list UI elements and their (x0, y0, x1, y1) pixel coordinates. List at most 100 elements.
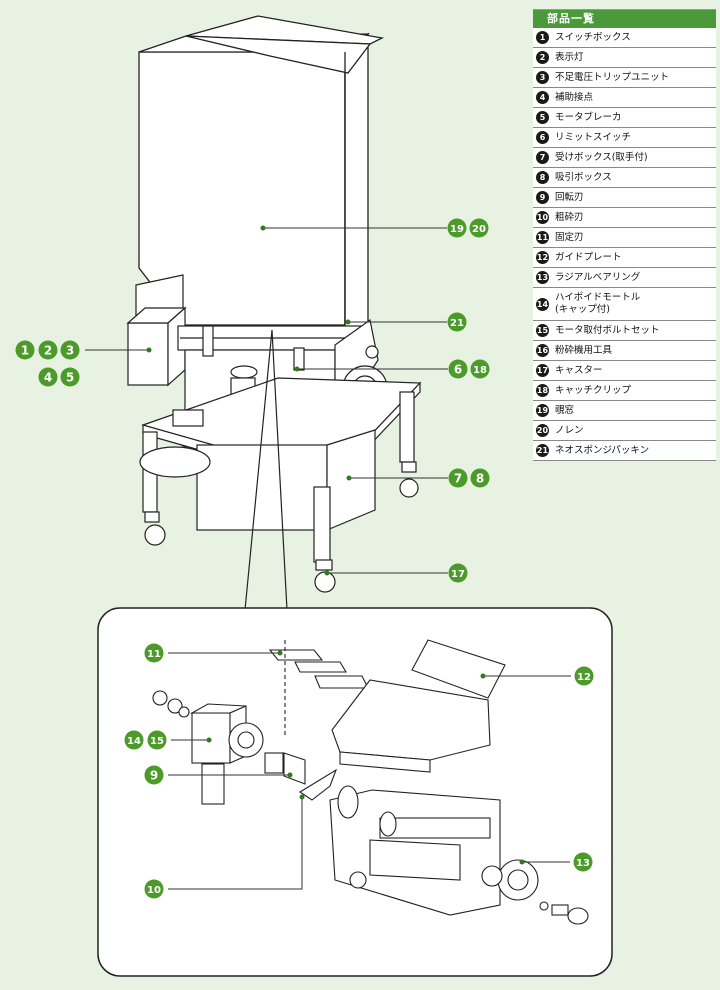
part-number-badge: 8 (536, 171, 549, 184)
parts-list-item: 21 ネオスポンジパッキン (533, 441, 716, 461)
callout-11: 11 (144, 643, 164, 663)
part-name: 固定刃 (555, 231, 584, 243)
callout-15: 15 (147, 730, 167, 750)
parts-list-item: 19 覗窓 (533, 401, 716, 421)
part-number-badge: 14 (536, 297, 549, 311)
svg-text:21: 21 (450, 318, 464, 329)
parts-list-item: 11 固定刃 (533, 228, 716, 248)
part-number-badge: 19 (536, 404, 549, 417)
svg-text:1: 1 (21, 344, 29, 358)
part-name: ネオスポンジパッキン (555, 444, 650, 456)
part-name: ハイポイドモートル (キャップ付) (555, 292, 641, 315)
svg-text:19: 19 (450, 224, 464, 235)
svg-text:9: 9 (150, 769, 158, 783)
part-name: 補助接点 (555, 91, 594, 103)
parts-list-item: 12 ガイドプレート (533, 248, 716, 268)
part-name: 回転刃 (555, 191, 584, 203)
stand (139, 377, 422, 563)
svg-text:18: 18 (473, 365, 487, 376)
callout-13: 13 (573, 852, 593, 872)
part-name: 受けボックス(取手付) (555, 151, 648, 163)
part-name: 表示灯 (555, 51, 584, 63)
svg-text:2: 2 (44, 344, 52, 358)
svg-text:15: 15 (150, 736, 164, 747)
callout-2: 2 (38, 340, 58, 360)
svg-text:3: 3 (66, 344, 74, 358)
exploded-parts (152, 639, 589, 925)
callout-10: 10 (144, 879, 164, 899)
callout-8: 8 (470, 468, 490, 488)
parts-list-item: 9 回転刃 (533, 188, 716, 208)
parts-list-item: 1 スイッチボックス (533, 28, 716, 48)
callout-18: 18 (470, 359, 490, 379)
part-name: ガイドプレート (555, 251, 622, 263)
part-name: スイッチボックス (555, 31, 631, 43)
parts-list-item: 18 キャッチクリップ (533, 381, 716, 401)
part-number-badge: 10 (536, 211, 549, 224)
parts-list-item: 20 ノレン (533, 421, 716, 441)
part-name: 不足電圧トリップユニット (555, 71, 670, 83)
svg-text:20: 20 (472, 224, 486, 235)
part-number-badge: 18 (536, 384, 549, 397)
svg-text:13: 13 (576, 858, 590, 869)
svg-text:6: 6 (454, 363, 462, 377)
parts-list-item: 6 リミットスイッチ (533, 128, 716, 148)
part-number-badge: 3 (536, 71, 549, 84)
part-number-badge: 6 (536, 131, 549, 144)
part-number-badge: 9 (536, 191, 549, 204)
part-name: キャッチクリップ (555, 384, 632, 396)
callout-17: 17 (448, 563, 468, 583)
callout-19: 19 (447, 218, 467, 238)
part-number-badge: 17 (536, 364, 549, 377)
part-number-badge: 13 (536, 271, 549, 284)
callout-21: 21 (447, 312, 467, 332)
parts-list-item: 14 ハイポイドモートル (キャップ付) (533, 288, 716, 321)
svg-text:4: 4 (44, 371, 52, 385)
parts-list-item: 17 キャスター (533, 361, 716, 381)
part-name: キャスター (555, 364, 603, 376)
svg-text:8: 8 (476, 472, 484, 486)
part-number-badge: 21 (536, 444, 549, 457)
callout-12: 12 (574, 666, 594, 686)
part-number-badge: 4 (536, 91, 549, 104)
parts-list-item: 7 受けボックス(取手付) (533, 148, 716, 168)
part-number-badge: 2 (536, 51, 549, 64)
parts-list-item: 3 不足電圧トリップユニット (533, 68, 716, 88)
part-number-badge: 20 (536, 424, 549, 437)
callout-3: 3 (60, 340, 80, 360)
switch-box (126, 306, 187, 387)
part-number-badge: 11 (536, 231, 549, 244)
part-number-badge: 15 (536, 324, 549, 337)
part-name: 粉砕機用工具 (555, 344, 613, 356)
part-number-badge: 16 (536, 344, 549, 357)
svg-text:17: 17 (451, 569, 465, 580)
parts-list-item: 8 吸引ボックス (533, 168, 716, 188)
part-number-badge: 1 (536, 31, 549, 44)
part-name: ノレン (555, 424, 584, 436)
hopper (138, 15, 385, 347)
svg-text:12: 12 (577, 672, 591, 683)
part-number-badge: 7 (536, 151, 549, 164)
part-name: ラジアルベアリング (555, 271, 641, 283)
svg-text:7: 7 (454, 472, 462, 486)
svg-text:11: 11 (147, 649, 161, 660)
parts-list-item: 16 粉砕機用工具 (533, 341, 716, 361)
svg-text:10: 10 (147, 885, 161, 896)
svg-text:14: 14 (127, 736, 141, 747)
casters (144, 461, 419, 593)
part-name: 覗窓 (555, 404, 575, 416)
part-name: リミットスイッチ (555, 131, 632, 143)
callout-4: 4 (38, 367, 58, 387)
callout-6: 6 (448, 359, 468, 379)
callout-5: 5 (60, 367, 80, 387)
callout-20: 20 (469, 218, 489, 238)
part-name: 吸引ボックス (555, 171, 612, 183)
callout-14: 14 (124, 730, 144, 750)
part-number-badge: 12 (536, 251, 549, 264)
